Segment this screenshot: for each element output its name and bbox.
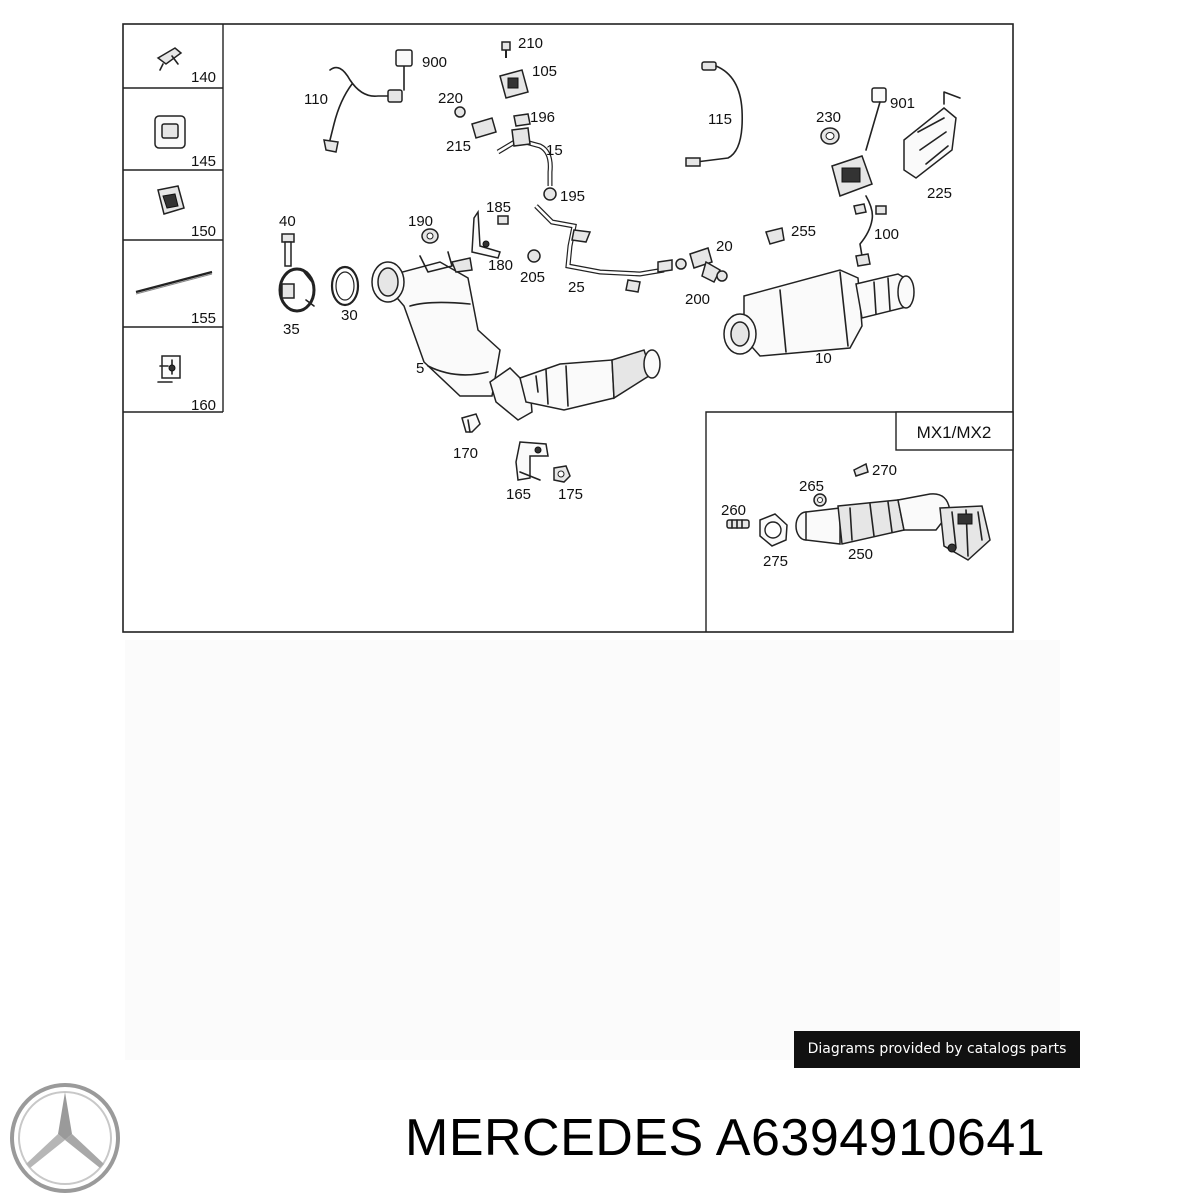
callout-20: 20 (716, 238, 733, 255)
callout-200: 200 (685, 291, 710, 308)
callout-165: 165 (506, 486, 531, 503)
callout-190: 190 (408, 213, 433, 230)
callout-40: 40 (279, 213, 296, 230)
sidebar-label-155: 155 (191, 310, 216, 327)
part-number: A6394910641 (715, 1109, 1046, 1167)
callout-255: 255 (791, 223, 816, 240)
callout-170: 170 (453, 445, 478, 462)
pressure-pipe-15-icon (496, 127, 553, 186)
callout-115: 115 (708, 111, 732, 128)
sidebar-label-160: 160 (191, 397, 216, 414)
diagram-credit-badge: Diagrams provided by catalogs parts (794, 1031, 1080, 1068)
pipe-25-icon (534, 204, 673, 293)
callout-205: 205 (520, 269, 545, 286)
oxygen-sensor-110-icon (323, 49, 413, 153)
mercedes-logo (10, 1083, 120, 1193)
callout-210: 210 (518, 35, 543, 52)
bracket-165-icon (515, 441, 549, 481)
callout-100: 100 (874, 226, 899, 243)
oxygen-sensor-100-icon (853, 195, 887, 267)
diagram-frame (122, 23, 1014, 633)
rod-part-icon (135, 270, 213, 295)
callout-230: 230 (816, 109, 841, 126)
product-title: MERCEDES A6394910641 (405, 1108, 1045, 1168)
nut-175-icon (553, 465, 571, 483)
callout-215: 215 (446, 138, 471, 155)
bracket-170-icon (461, 413, 481, 433)
control-unit-225-icon (820, 87, 961, 197)
brand-name: MERCEDES (405, 1109, 704, 1167)
callout-225: 225 (927, 185, 952, 202)
pressure-sensor-105-icon (499, 41, 529, 99)
callout-105: 105 (532, 63, 557, 80)
callout-196: 196 (530, 109, 555, 126)
clamp-35-icon (278, 267, 316, 313)
pipe-250-icon (795, 493, 991, 561)
sidebar-label-145: 145 (191, 153, 216, 170)
callout-265: 265 (799, 478, 824, 495)
part-callouts: 210 900 105 110 220 196 215 15 115 230 9… (279, 35, 952, 570)
background-panel (125, 640, 1060, 1060)
mount-part-icon (157, 185, 185, 215)
callout-900: 900 (422, 54, 447, 71)
bolt-40-icon (281, 233, 295, 267)
callout-10: 10 (815, 350, 832, 367)
callout-180: 180 (488, 257, 513, 274)
sidebar-label-150: 150 (191, 223, 216, 240)
mx-inset: MX1/MX2 (705, 411, 1014, 632)
callout-35: 35 (283, 321, 300, 338)
callout-901: 901 (890, 95, 915, 112)
callout-25: 25 (568, 279, 585, 296)
sidebar-label-140: 140 (191, 69, 216, 86)
bracket-part-icon (157, 355, 181, 383)
inset-caption: MX1/MX2 (917, 423, 992, 442)
gasket-30-icon (330, 265, 360, 307)
callout-195: 195 (560, 188, 585, 205)
sidebar-legend: 140 145 150 155 160 (123, 24, 224, 414)
callout-220: 220 (438, 90, 463, 107)
callout-15: 15 (546, 142, 563, 159)
callout-260: 260 (721, 502, 746, 519)
callout-175: 175 (558, 486, 583, 503)
plate-part-icon (154, 115, 186, 149)
nut-195-icon (543, 187, 557, 201)
callout-250: 250 (848, 546, 873, 563)
callout-5: 5 (416, 360, 424, 377)
clip-255-icon (765, 227, 785, 245)
callout-110: 110 (304, 91, 328, 108)
bracket-180-icon (421, 209, 541, 263)
callout-185: 185 (486, 199, 511, 216)
callout-30: 30 (341, 307, 358, 324)
fittings-215-icon (454, 106, 531, 139)
clip-part-icon (156, 47, 183, 71)
particulate-filter-5-icon (371, 251, 661, 421)
sensor-270-icon (853, 462, 869, 477)
callout-270: 270 (872, 462, 897, 479)
stud-260-icon (726, 519, 750, 529)
temperature-sensor-115-icon (685, 61, 744, 167)
callout-275: 275 (763, 553, 788, 570)
gasket-275-icon (759, 513, 788, 547)
fittings-200-icon (675, 247, 728, 284)
muffler-10-icon (723, 269, 915, 357)
